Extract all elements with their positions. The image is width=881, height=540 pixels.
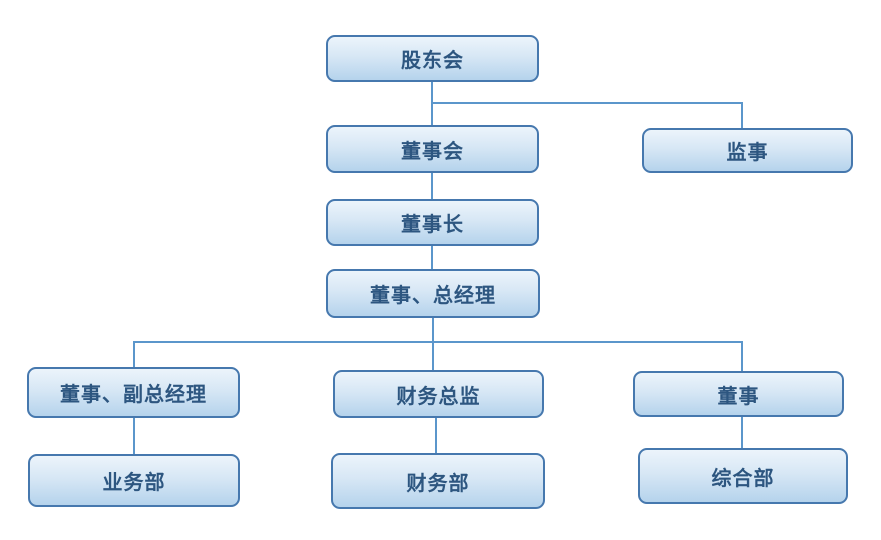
org-node-supervisor: 监事	[642, 128, 853, 173]
connector-shareholders-supervisor-h	[431, 102, 743, 104]
org-node-label: 综合部	[711, 465, 775, 490]
org-node-label: 董事	[717, 383, 760, 408]
connector-shareholders-supervisor-v	[741, 102, 743, 128]
org-node-label: 财务部	[406, 470, 470, 495]
org-node-shareholders-meeting: 股东会	[326, 35, 539, 82]
connector-branch-director	[741, 341, 743, 371]
org-node-label: 财务总监	[396, 383, 481, 408]
connector-gm-branch-v	[432, 318, 434, 370]
connector-director-general-dept	[741, 417, 743, 448]
org-node-business-dept: 业务部	[28, 454, 240, 507]
org-node-label: 董事会	[401, 138, 464, 163]
org-node-deputy-general-manager: 董事、副总经理	[27, 367, 240, 418]
connector-board-chairman	[431, 173, 433, 199]
org-node-label: 业务部	[102, 470, 166, 494]
org-node-label: 董事长	[401, 212, 464, 236]
org-node-finance-director: 财务总监	[333, 370, 544, 418]
org-node-director: 董事	[633, 371, 844, 417]
org-node-general-dept: 综合部	[638, 448, 848, 504]
org-node-label: 监事	[726, 140, 769, 164]
org-node-finance-dept: 财务部	[331, 453, 545, 509]
org-node-chairman: 董事长	[326, 199, 539, 246]
org-node-board-of-directors: 董事会	[326, 125, 539, 173]
org-node-label: 董事、总经理	[370, 283, 496, 307]
org-node-general-manager: 董事、总经理	[326, 269, 540, 318]
connector-branch-h	[133, 341, 743, 343]
connector-chairman-gm	[431, 246, 433, 269]
org-node-label: 董事、副总经理	[60, 382, 207, 406]
org-node-label: 股东会	[401, 48, 464, 72]
connector-finance-director-finance-dept	[435, 418, 437, 453]
connector-deputy-gm-business-dept	[133, 418, 135, 454]
connector-branch-deputy-gm	[133, 341, 135, 367]
